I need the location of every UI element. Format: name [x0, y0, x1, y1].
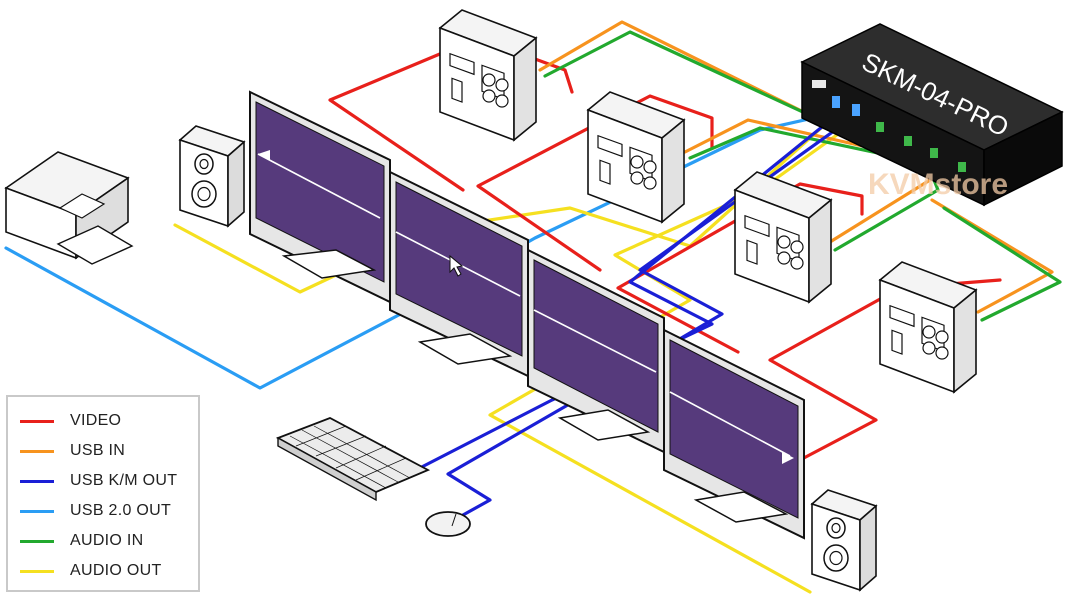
watermark: KVMstore [868, 168, 1008, 201]
speaker-icon-right [811, 489, 877, 591]
left-arrow-icon [258, 150, 270, 160]
legend-swatch-usb-km-out [20, 479, 54, 483]
legend-label-usb-2-out: USB 2.0 OUT [70, 502, 172, 519]
audio-port-icon [930, 148, 938, 158]
legend-swatch-video [20, 419, 54, 423]
legend-label-video: VIDEO [70, 412, 122, 429]
kvm-switch-device: SKM-04-PRO [800, 23, 1064, 207]
usb-port-icon [832, 96, 840, 108]
right-arrow-icon [782, 452, 794, 464]
legend-swatch-audio-out [20, 569, 54, 573]
computer-tower-icon [439, 9, 537, 141]
audio-port-icon [904, 136, 912, 146]
monitor-2 [389, 170, 529, 378]
audio-out-cable-left-speaker [173, 118, 832, 294]
legend-swatch-usb-2-out [20, 509, 54, 513]
monitor-4 [663, 328, 805, 540]
audio-port-icon [958, 162, 966, 172]
audio-port-icon [876, 122, 884, 132]
audio-in-cable-1 [543, 30, 874, 146]
legend-item-audio-out: AUDIO OUT [20, 561, 162, 581]
usb-in-cable-2 [683, 118, 882, 154]
legend-item-audio-in: AUDIO IN [20, 531, 144, 551]
mouse-cursor-icon [449, 254, 464, 277]
legend-item-usb-km-out: USB K/M OUT [20, 471, 177, 491]
legend-label-usb-in: USB IN [70, 442, 126, 459]
legend-item-usb-in: USB IN [20, 441, 125, 461]
legend-label-audio-out: AUDIO OUT [70, 562, 162, 579]
legend-swatch-usb-in [20, 449, 54, 453]
monitor-1 [249, 90, 391, 304]
video-cable-2 [476, 94, 714, 272]
printer-icon [4, 151, 134, 265]
legend-label-audio-in: AUDIO IN [70, 532, 144, 549]
audio-in-cable-2 [688, 126, 894, 160]
cable-legend: VIDEO USB IN USB K/M OUT USB 2.0 OUT AUD… [6, 395, 200, 592]
usb-km-out-cable-mouse [446, 116, 854, 517]
monitor-3 [527, 248, 665, 454]
device-logo [812, 80, 826, 88]
arrow-line [533, 309, 657, 373]
arrow-line [669, 391, 791, 457]
video-cable-3 [616, 182, 864, 354]
computer-tower-icon [587, 91, 685, 223]
legend-item-video: VIDEO [20, 411, 121, 431]
computer-tower-icon [734, 171, 832, 303]
audio-in-cable-4 [942, 206, 1062, 322]
legend-item-usb-2-out: USB 2.0 OUT [20, 501, 171, 521]
keyboard-icon [275, 417, 431, 502]
speaker-icon-left [179, 125, 245, 227]
usb-2-out-cable-printer [4, 110, 842, 390]
mouse-icon [425, 511, 471, 537]
usb-port-icon [852, 104, 860, 116]
legend-swatch-audio-in [20, 539, 54, 543]
arrow-line [257, 153, 381, 219]
legend-label-usb-km-out: USB K/M OUT [70, 472, 178, 489]
